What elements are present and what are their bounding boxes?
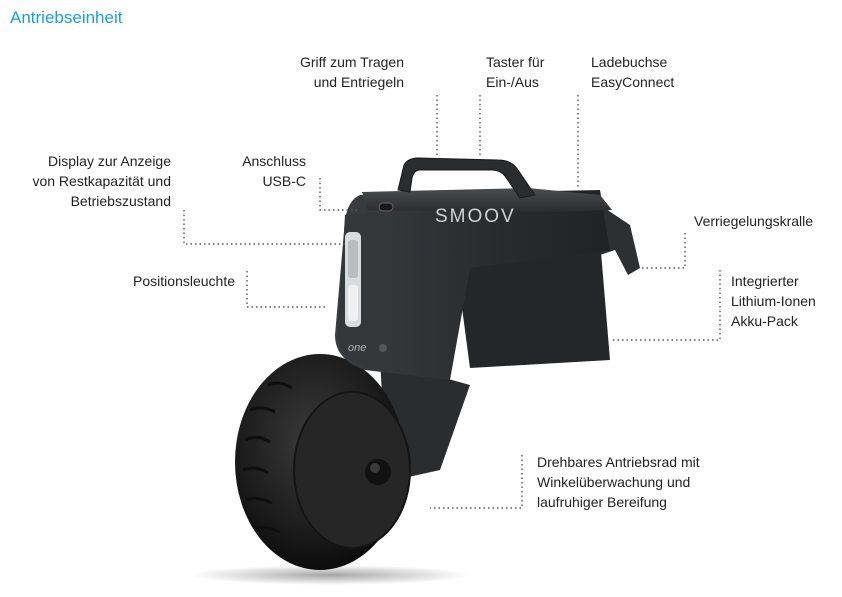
label-position-line: Positionsleuchte — [133, 273, 235, 289]
label-taster-line: Taster für — [486, 54, 545, 70]
label-akku: Integrierter Lithium-Ionen Akku-Pack — [731, 271, 816, 331]
tire-tread — [242, 381, 293, 534]
carry-handle — [397, 157, 536, 199]
label-akku-line: Lithium-Ionen — [731, 293, 816, 309]
brand-logo: SMOOV — [435, 206, 516, 227]
label-griff-line: und Entriegeln — [313, 74, 405, 90]
label-taster-line: Ein-/Aus — [486, 74, 539, 90]
top-surface — [362, 188, 612, 212]
status-button — [379, 344, 387, 352]
label-akku-line: Integrierter — [731, 273, 799, 289]
latch-claw — [600, 205, 640, 275]
label-position: Positionsleuchte — [133, 271, 235, 291]
leader-lines — [183, 95, 721, 509]
main-housing — [335, 190, 610, 380]
label-display: Display zur Anzeige von Restkapazität un… — [32, 151, 171, 211]
label-ladebuchse-line: EasyConnect — [591, 74, 675, 90]
label-antriebsrad-line: laufruhiger Bereifung — [537, 494, 667, 510]
label-display-line: von Restkapazität und — [32, 173, 171, 189]
label-antriebsrad: Drehbares Antriebsrad mit Winkelüberwach… — [537, 452, 700, 512]
label-griff: Griff zum Tragen und Entriegeln — [300, 52, 404, 92]
label-verriegelung-line: Verriegelungskralle — [694, 213, 814, 229]
battery-pack — [455, 240, 610, 368]
label-antriebsrad-line: Drehbares Antriebsrad mit — [537, 454, 700, 470]
label-ladebuchse-line: Ladebuchse — [591, 54, 668, 70]
label-display-line: Display zur Anzeige — [48, 153, 171, 169]
label-display-line: Betriebszustand — [70, 193, 171, 209]
label-verriegelung: Verriegelungskralle — [694, 211, 813, 231]
label-anschluss-line: USB-C — [262, 173, 306, 189]
usb-c-port — [378, 202, 394, 212]
model-logo: one — [348, 342, 366, 354]
label-akku-line: Akku-Pack — [731, 313, 798, 329]
label-griff-line: Griff zum Tragen — [300, 54, 405, 70]
drive-wheel-hub — [293, 391, 411, 549]
label-antriebsrad-line: Winkelüberwachung und — [537, 474, 691, 490]
page-title: Antriebseinheit — [10, 8, 123, 27]
label-taster: Taster für Ein-/Aus — [486, 52, 544, 92]
floor-shadow — [190, 565, 470, 585]
label-ladebuchse: Ladebuchse EasyConnect — [591, 52, 674, 92]
label-anschluss: Anschluss USB-C — [242, 151, 306, 191]
label-anschluss-line: Anschluss — [242, 153, 306, 169]
